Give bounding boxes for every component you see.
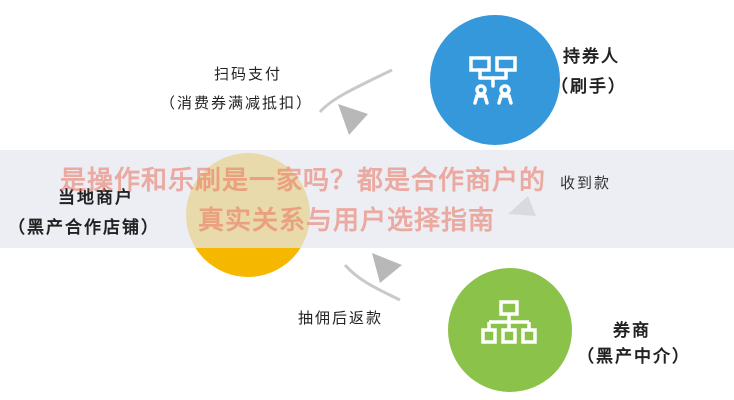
merchant-role: （黑产合作店铺）: [8, 218, 160, 238]
right-flow-label: 收到款: [560, 174, 612, 192]
org-chart-icon: [481, 300, 537, 344]
cardholder-node: [430, 15, 560, 145]
cardholder-role: （刷手）: [551, 77, 627, 97]
flow-arc-top: [318, 68, 393, 113]
arrow-to-broker: [372, 253, 402, 283]
scan-pay-label: 扫码支付: [214, 65, 283, 83]
scan-pay-sub-label: （消费券满减抵扣）: [160, 94, 314, 112]
merchant-name: 当地商户: [58, 188, 134, 208]
cardholder-name: 持券人: [563, 47, 620, 67]
broker-name: 券商: [613, 321, 651, 341]
arrow-to-merchant: [338, 104, 368, 135]
overlay-line-2: 真实关系与用户选择指南: [198, 206, 496, 236]
people-network-icon: [469, 56, 517, 105]
commission-label: 抽佣后返款: [298, 309, 384, 327]
watermark-band: [0, 150, 734, 248]
broker-role: （黑产中介）: [577, 347, 691, 367]
flow-arc-bottom: [343, 264, 401, 302]
overlay-line-1: 是操作和乐刷是一家吗？都是合作商户的: [60, 166, 547, 196]
